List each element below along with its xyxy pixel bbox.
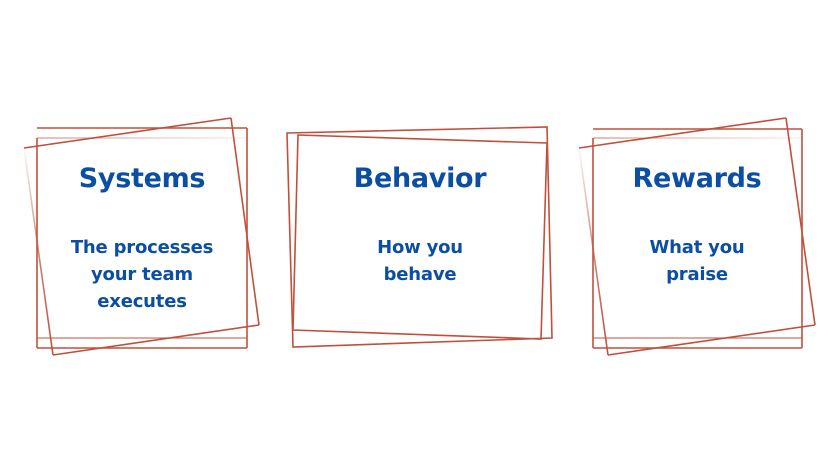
card-description: What you praise [597, 234, 797, 288]
description-line: executes [97, 291, 187, 312]
description-line: behave [383, 264, 457, 285]
card-description: The processes your team executes [42, 234, 242, 315]
card-title: Systems [78, 163, 206, 194]
description-line: your team [91, 264, 193, 285]
description-line: praise [666, 264, 728, 285]
card-title: Rewards [632, 163, 762, 194]
card-rewards: Rewards What you praise [597, 0, 797, 473]
card-description: How you behave [320, 234, 520, 288]
behavior-frame [286, 126, 553, 348]
description-line: The processes [70, 237, 214, 258]
rewards-frame [578, 117, 816, 356]
description-line: What you [649, 237, 745, 258]
card-title: Behavior [353, 163, 487, 194]
card-systems: Systems The processes your team executes [42, 0, 242, 473]
description-line: How you [377, 237, 463, 258]
systems-frame [23, 117, 260, 356]
card-behavior: Behavior How you behave [320, 0, 520, 473]
